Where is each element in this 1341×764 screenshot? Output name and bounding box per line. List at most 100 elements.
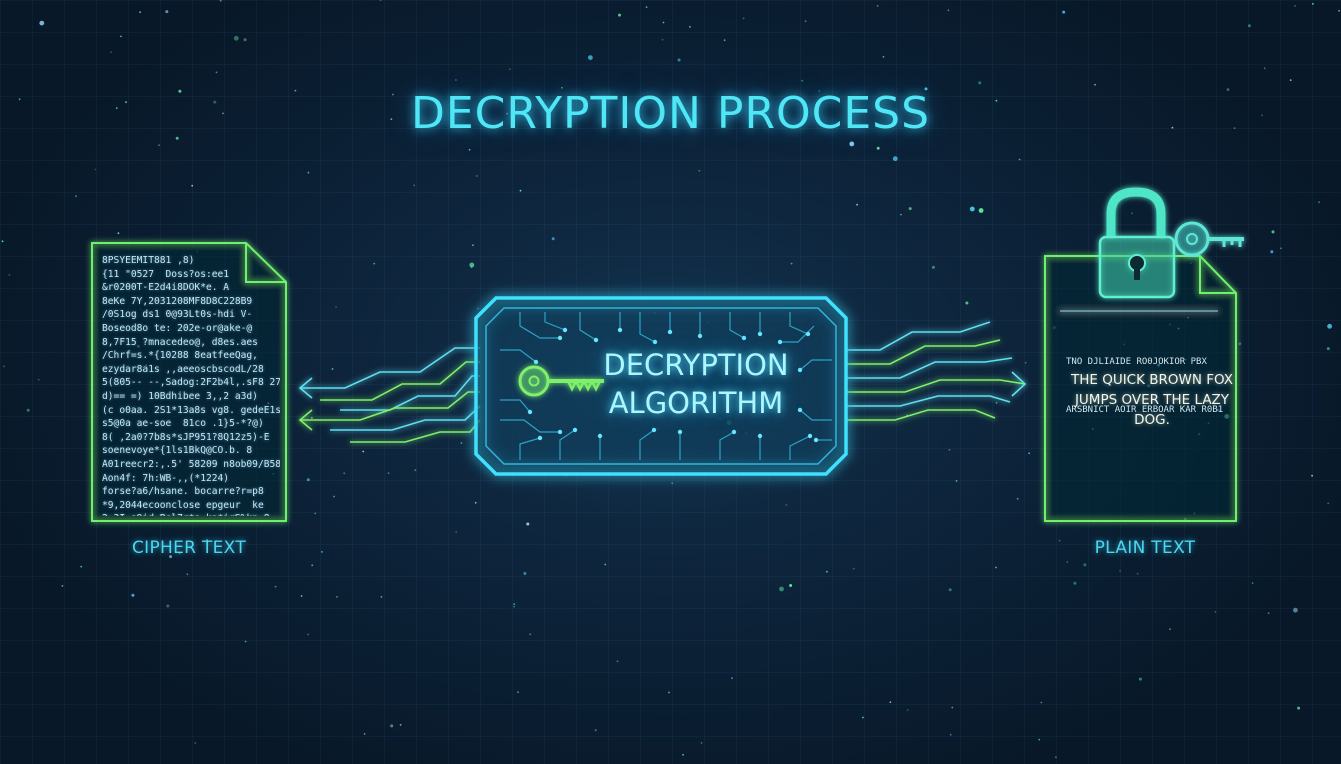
star-particle	[131, 593, 135, 597]
star-particle	[379, 0, 382, 1]
star-particle	[331, 368, 334, 370]
star-particle	[469, 262, 475, 268]
circuit-node	[677, 429, 683, 435]
star-particle	[1261, 114, 1263, 117]
star-particle	[191, 184, 194, 187]
star-particle	[700, 742, 703, 744]
star-particle	[390, 724, 394, 728]
circuit-node	[562, 327, 568, 333]
star-particle	[8, 274, 11, 276]
star-particle	[455, 79, 457, 81]
star-particle	[307, 171, 310, 174]
star-particle	[561, 86, 563, 89]
circuit-node	[813, 437, 819, 443]
star-particle	[1267, 612, 1270, 615]
circuit-nodes	[527, 327, 819, 443]
star-particle	[37, 378, 40, 381]
star-particle	[852, 567, 855, 570]
plain-header-line2: ARSBNICT AOIR ERBOAR KAR R0B1	[1066, 405, 1224, 415]
star-particle	[1327, 502, 1330, 505]
cipher-text-line: 8,7F15 ?mnacedeo@, d8es.aes	[102, 336, 258, 348]
star-particle	[1055, 756, 1057, 759]
star-particle	[343, 472, 346, 475]
star-particle	[924, 87, 928, 91]
star-particle	[243, 38, 247, 42]
star-particle	[311, 417, 313, 419]
star-particle	[1270, 250, 1274, 254]
star-particle	[1289, 79, 1292, 81]
cipher-text-line: ezydar8a1s ,,aeeoscbscodL/28	[102, 363, 264, 375]
cipher-text-line: forse?a6/hsane. bocarre?r=p8	[102, 486, 264, 498]
star-particle	[731, 677, 733, 679]
star-particle	[801, 79, 804, 82]
star-particle	[387, 472, 390, 475]
star-particle	[1028, 452, 1031, 455]
circuit-node	[797, 367, 803, 373]
cipher-text-line: Boseod8o te: 202e-or@ake-@	[102, 322, 253, 334]
star-particle	[513, 605, 515, 608]
circuit-node	[805, 331, 811, 337]
star-particle	[390, 118, 393, 121]
star-particle	[455, 531, 458, 533]
circuit-node	[651, 427, 657, 433]
star-particle	[1338, 9, 1340, 12]
circuit-node	[557, 335, 563, 341]
star-particle	[219, 0, 222, 2]
star-particle	[474, 501, 477, 504]
star-particle	[363, 733, 366, 735]
circuit-node	[652, 339, 658, 345]
star-particle	[856, 203, 858, 206]
star-particle	[1238, 342, 1242, 346]
star-particle	[1251, 582, 1254, 584]
circuit-node	[527, 409, 533, 415]
star-particle	[889, 701, 892, 703]
star-particle	[75, 195, 77, 198]
star-particle	[804, 20, 807, 23]
star-particle	[818, 90, 821, 92]
right-data-flow-lines	[846, 321, 1027, 421]
cipher-text-caption: CIPHER TEXT	[131, 538, 247, 558]
cipher-text-line: &r0200T-E2d4i8DOK*e. A	[102, 282, 230, 294]
star-particle	[468, 148, 471, 151]
star-particle	[862, 716, 864, 719]
cipher-text-line: soenevoye*{1ls1BkQ@CO.b. 8	[102, 445, 253, 457]
plain-text-message: THE QUICK BROWN FOX JUMPS OVER THE LAZY …	[1062, 370, 1242, 430]
circuit-node	[572, 427, 578, 433]
circuit-node	[757, 433, 763, 439]
cipher-text-line: {11 "0527 Doss?os:ee1	[102, 268, 230, 280]
star-particle	[661, 38, 664, 41]
star-particle	[508, 68, 511, 70]
star-particle	[1297, 706, 1301, 710]
algorithm-label-line1: DECRYPTION	[603, 348, 789, 382]
star-particle	[1119, 569, 1121, 572]
star-particle	[1024, 361, 1027, 364]
star-particle	[80, 565, 83, 568]
star-particle	[1294, 5, 1296, 7]
star-particle	[169, 555, 173, 559]
circuit-node	[667, 329, 673, 335]
star-particle	[789, 584, 793, 587]
star-particle	[1016, 497, 1019, 500]
star-particle	[166, 604, 170, 608]
star-particle	[588, 55, 593, 60]
star-particle	[506, 112, 509, 115]
star-particle	[1263, 67, 1266, 70]
star-particle	[947, 9, 950, 12]
algorithm-label: DECRYPTION ALGORITHM	[596, 346, 796, 422]
star-particle	[523, 572, 527, 575]
star-particle	[1169, 628, 1171, 630]
star-particle	[413, 184, 416, 187]
star-particle	[399, 724, 402, 726]
cipher-text-line: 5(805-- --,Sadog:2F2b4l,.sF8 27	[102, 377, 280, 389]
circuit-node	[617, 327, 623, 333]
star-particle	[1138, 677, 1142, 681]
star-particle	[1233, 127, 1236, 129]
plain-text-header: TNO DJLIAIDE RO0JOKIOR PBX ARSBNICT AOIR…	[1066, 322, 1223, 450]
star-particle	[1136, 572, 1139, 575]
star-particle	[645, 6, 648, 8]
star-particle	[186, 573, 189, 576]
circuit-node	[597, 433, 603, 439]
star-particle	[3, 365, 5, 368]
algorithm-box	[474, 296, 848, 476]
